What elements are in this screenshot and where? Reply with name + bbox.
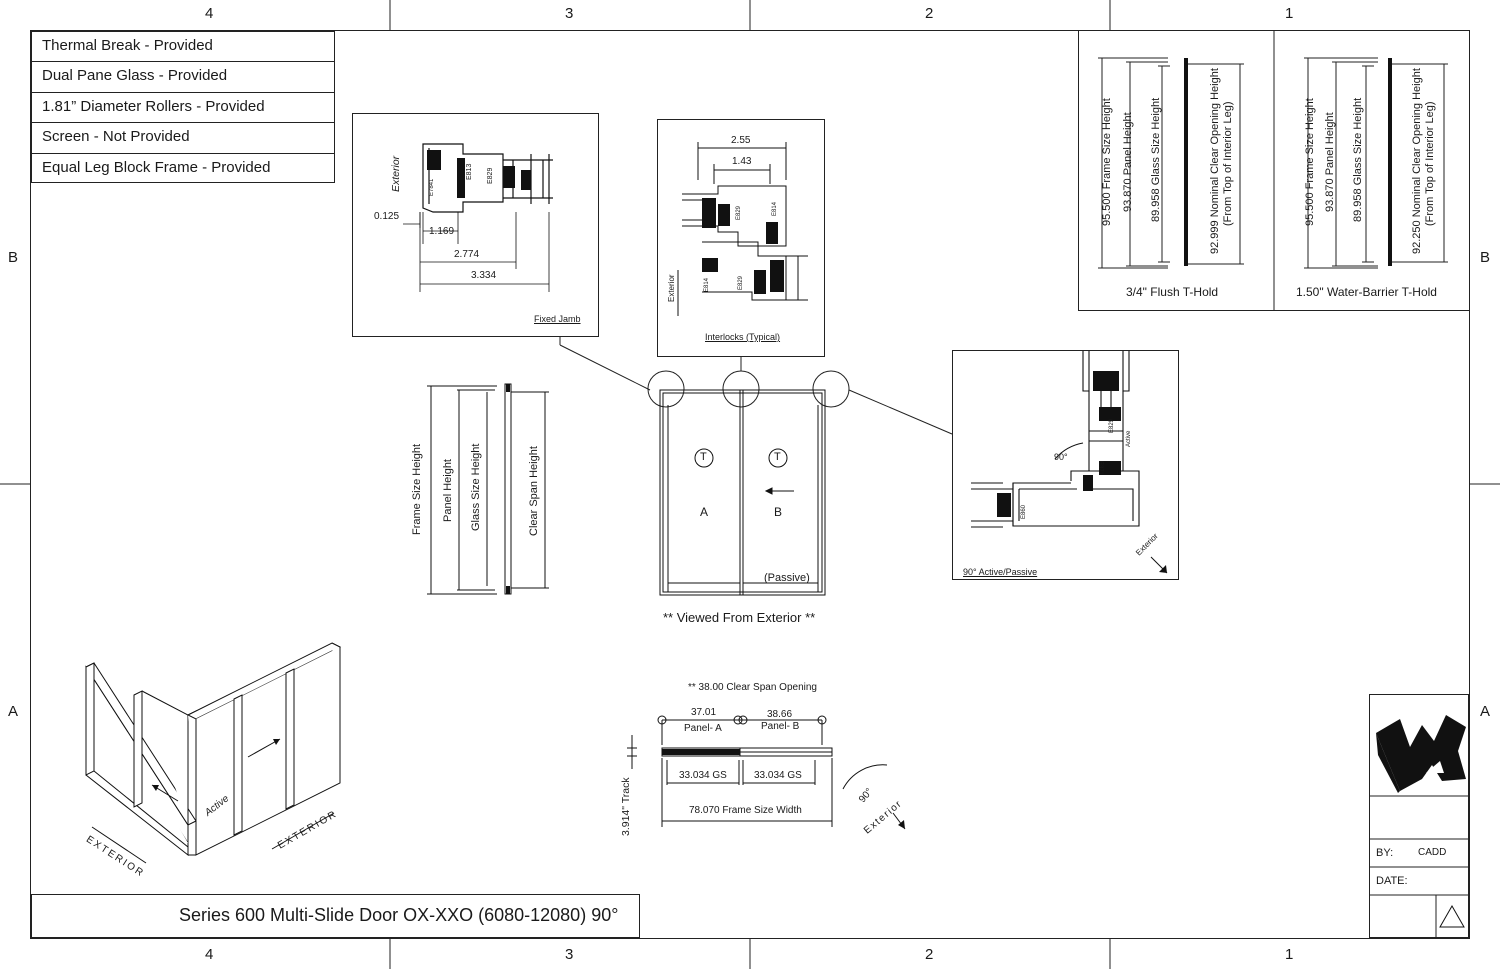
by-value: CADD	[1418, 847, 1447, 858]
zone-top-1: 1	[1285, 5, 1294, 22]
t-hold-2-frame-height: 95.500 Frame Size Height	[1304, 98, 1316, 226]
panel-a-label: A	[700, 505, 709, 519]
zone-top-3: 3	[565, 5, 574, 22]
panel-b-label: B	[774, 505, 783, 519]
fixed-jamb-dim-2774: 2.774	[454, 249, 480, 260]
corner-detail-drawing	[971, 351, 1168, 574]
isometric-view	[85, 642, 342, 864]
t-hold-2-clear-note: (From Top of Interior Leg)	[1424, 101, 1436, 226]
zone-top-4: 4	[205, 5, 214, 22]
zone-bottom-4: 4	[205, 946, 214, 963]
zone-right-b: B	[1480, 249, 1491, 266]
plan-view	[627, 715, 906, 830]
fixed-jamb-dim-3334: 3.334	[471, 270, 497, 281]
corner-part-e860: E860	[1021, 504, 1027, 519]
door-elevation	[659, 389, 826, 596]
drawing-title: Series 600 Multi-Slide Door OX-XXO (6080…	[179, 905, 619, 925]
t-hold-2-panel-height: 93.870 Panel Height	[1324, 112, 1336, 212]
interlocks-dim-143: 1.43	[732, 156, 752, 167]
plan-frame-size-width: 78.070 Frame Size Width	[689, 805, 802, 816]
fixed-jamb-detail: 0.125 1.169 2.774 3.334 Exterior E7841 E…	[352, 113, 599, 337]
passive-label: (Passive)	[764, 572, 810, 584]
company-logo	[1370, 715, 1470, 939]
interlocks-caption: Interlocks (Typical)	[705, 332, 781, 342]
t-hold-1-clear-opening: 92.999 Nominal Clear Opening Height	[1209, 68, 1221, 254]
fixed-jamb-dim-1169: 1.169	[429, 226, 455, 237]
tempered-glass-mark-a: T	[700, 451, 707, 463]
drawing-title-block: Series 600 Multi-Slide Door OX-XXO (6080…	[31, 894, 640, 938]
t-hold-2-glass-height: 89.958 Glass Size Height	[1352, 97, 1364, 222]
plan-track-label: 3.914" Track	[620, 777, 632, 836]
plan-panel-a-label: Panel- A	[684, 723, 722, 734]
feature-thermal-break: Thermal Break - Provided	[32, 32, 334, 63]
feature-rollers: 1.81” Diameter Rollers - Provided	[32, 93, 334, 124]
company-title-block: BY: CADD DATE:	[1369, 694, 1470, 939]
feature-dual-pane-glass: Dual Pane Glass - Provided	[32, 62, 334, 93]
clear-span-note: ** 38.00 Clear Span Opening	[688, 682, 817, 693]
t-hold-1-glass-height: 89.958 Glass Size Height	[1150, 97, 1162, 222]
by-label: BY:	[1376, 847, 1394, 859]
viewed-from-exterior-note: ** Viewed From Exterior **	[663, 610, 816, 625]
corner-part-e371: E371	[1097, 461, 1103, 476]
interlocks-drawing	[677, 142, 808, 316]
zone-bottom-2: 2	[925, 946, 934, 963]
feature-block-frame: Equal Leg Block Frame - Provided	[42, 158, 271, 176]
corner-angle-label: 90°	[1054, 452, 1068, 462]
t-hold-2-clear-opening: 92.250 Nominal Clear Opening Height	[1411, 68, 1423, 254]
corner-active-label: Active	[1126, 430, 1132, 447]
features-list: Thermal Break - Provided Dual Pane Glass…	[31, 31, 335, 183]
zone-right-a: A	[1480, 703, 1491, 720]
plan-dim-panel-a: 37.01	[691, 707, 717, 718]
zone-left-b: B	[8, 249, 19, 266]
fixed-jamb-caption: Fixed Jamb	[534, 314, 581, 324]
tempered-glass-mark-b: T	[774, 451, 781, 463]
plan-glass-size-b: 33.034 GS	[754, 770, 802, 781]
corner-part-e829: E829	[1109, 418, 1115, 433]
fixed-jamb-drawing	[403, 143, 553, 292]
heights-panel-label: Panel Height	[442, 459, 454, 522]
plan-glass-size-a: 33.034 GS	[679, 770, 727, 781]
feature-screen: Screen - Not Provided	[32, 123, 334, 154]
heights-frame-size-label: Frame Size Height	[411, 443, 423, 535]
heights-clear-span-label: Clear Span Height	[528, 446, 540, 536]
interlocks-detail: 2.55 1.43 Exterior E829 E814 E814 E829 I…	[657, 119, 825, 357]
t-hold-2-caption: 1.50" Water-Barrier T-Hold	[1296, 285, 1437, 299]
t-hold-1-frame-height: 95.500 Frame Size Height	[1101, 98, 1113, 226]
t-hold-1-clear-note: (From Top of Interior Leg)	[1222, 101, 1234, 226]
interlocks-dim-255: 2.55	[731, 135, 751, 146]
date-label: DATE:	[1376, 875, 1408, 887]
t-hold-1-panel-height: 93.870 Panel Height	[1122, 112, 1134, 212]
t-hold-1-caption: 3/4" Flush T-Hold	[1126, 285, 1219, 299]
corner-detail-caption: 90° Active/Passive	[963, 567, 1038, 577]
heights-glass-size-label: Glass Size Height	[470, 443, 482, 531]
zone-top-2: 2	[925, 5, 934, 22]
plan-panel-b-label: Panel- B	[761, 721, 800, 732]
heights-schematic	[427, 383, 549, 595]
corner-detail: 90° E829 Active E371 E860 Exterior 90° A…	[952, 350, 1179, 580]
zone-left-a: A	[8, 703, 19, 720]
zone-bottom-3: 3	[565, 946, 574, 963]
t-hold-boxes	[1078, 30, 1470, 311]
plan-dim-panel-b: 38.66	[767, 709, 793, 720]
zone-bottom-1: 1	[1285, 946, 1294, 963]
revision-triangle-icon	[1439, 904, 1465, 928]
fixed-jamb-dim-0125: 0.125	[374, 211, 400, 222]
